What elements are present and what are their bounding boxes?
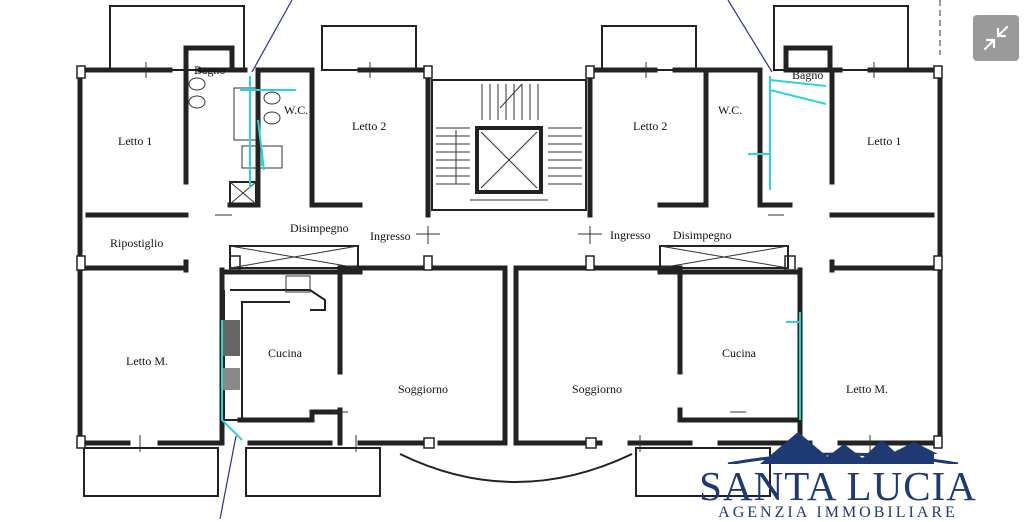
label-left-ingresso: Ingresso — [370, 229, 411, 243]
walls-left-apartment — [77, 45, 508, 446]
houses-logo-graphic — [727, 432, 959, 464]
label-left-bagno: Bagno — [194, 63, 225, 77]
label-left-ripostiglio: Ripostiglio — [110, 236, 163, 250]
exit-fullscreen-button[interactable] — [973, 15, 1019, 61]
agency-logo: SANTA LUCIA AGENZIA IMMOBILIARE — [668, 424, 1008, 521]
label-right-ingresso: Ingresso — [610, 228, 651, 242]
door-marks — [139, 62, 875, 452]
closets — [229, 181, 789, 269]
label-left-wc: W.C. — [284, 103, 308, 117]
label-left-lettom: Letto M. — [126, 354, 168, 368]
room-labels: Bagno W.C. Letto 1 Letto 2 Ripostiglio D… — [110, 63, 901, 396]
bathroom-fixtures — [188, 77, 283, 169]
label-left-letto2: Letto 2 — [352, 119, 386, 133]
label-right-soggiorno: Soggiorno — [572, 382, 622, 396]
label-right-letto1: Letto 1 — [867, 134, 901, 148]
logo-subtitle: AGENZIA IMMOBILIARE — [718, 504, 958, 521]
label-right-wc: W.C. — [718, 103, 742, 117]
label-right-bagno: Bagno — [792, 68, 823, 82]
collapse-arrows-icon — [983, 25, 1009, 51]
label-left-soggiorno: Soggiorno — [398, 382, 448, 396]
stairwell — [431, 79, 587, 211]
plumbing-annotations — [221, 76, 827, 441]
label-left-cucina: Cucina — [268, 346, 303, 360]
label-right-lettom: Letto M. — [846, 382, 888, 396]
label-right-cucina: Cucina — [722, 346, 757, 360]
label-left-letto1: Letto 1 — [118, 134, 152, 148]
reference-lines — [219, 0, 773, 519]
wall-columns — [76, 65, 943, 449]
label-right-letto2: Letto 2 — [633, 119, 667, 133]
label-left-disimpegno: Disimpegno — [290, 221, 349, 235]
balconies-bottom — [83, 447, 771, 497]
logo-title: SANTA LUCIA — [699, 463, 977, 509]
label-right-disimpegno: Disimpegno — [673, 228, 732, 242]
kitchen-left-counter — [222, 275, 326, 421]
